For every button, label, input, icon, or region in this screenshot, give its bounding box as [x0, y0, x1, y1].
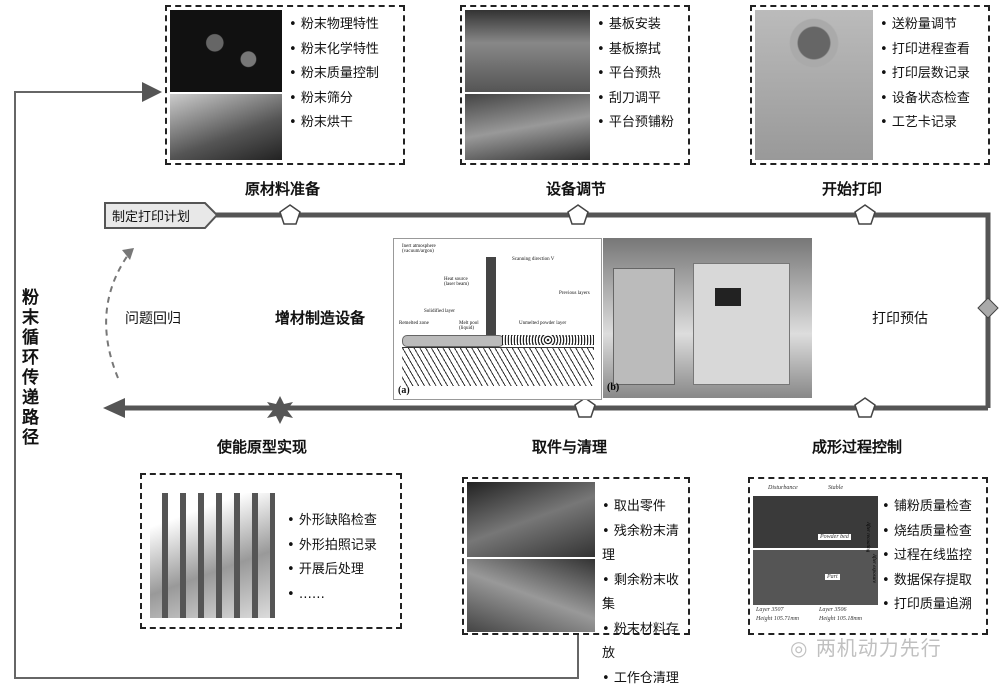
bottom-arrowhead	[103, 398, 125, 418]
image-label: Part	[825, 574, 840, 580]
slm-machine-photo: (b)	[603, 238, 812, 398]
list-item: 取出零件	[602, 495, 688, 520]
watermark: ◎ 两机动力先行	[790, 636, 942, 660]
powder-loop-line	[14, 82, 579, 679]
list-item: 开展后处理	[287, 558, 377, 583]
star-marker	[267, 396, 293, 424]
previous-layers	[402, 347, 594, 386]
list-item: 铺粉质量检查	[882, 495, 972, 520]
list-item: 打印质量追溯	[882, 593, 972, 618]
substrate-image	[465, 10, 590, 92]
list-item: 外形缺陷检查	[287, 509, 377, 534]
slm-schematic: Inert atmosphere (vacuum/argon) Scanning…	[393, 238, 602, 400]
watermark-text: 两机动力先行	[815, 636, 942, 660]
schematic-label: Previous layers	[559, 291, 590, 296]
printed-parts-image	[150, 493, 275, 618]
list-item: ……	[287, 583, 377, 608]
stage-box-process-control: Disturbance Stable Powder bed Part Layer…	[748, 477, 988, 635]
machine-window	[715, 288, 741, 306]
stage-box-cleanup: 取出零件 残余粉末清理 剩余粉末收集 粉末材料存放 工作仓清理	[462, 477, 690, 684]
printing-bed-image	[755, 10, 873, 160]
pentagon-marker	[574, 397, 596, 418]
chamber-cleaning-image	[467, 559, 595, 632]
list-item: 基板擦拭	[597, 38, 674, 63]
powder-sieving-image	[170, 94, 282, 160]
list-item: 粉末质量控制	[289, 62, 379, 87]
schematic-label: Remelted zone	[399, 321, 429, 326]
equipment-label: 增材制造设备	[275, 309, 366, 327]
stage-box-materials: 粉末物理特性 粉末化学特性 粉末质量控制 粉末筛分 粉末烘干	[165, 5, 405, 165]
list-item: 外形拍照记录	[287, 534, 377, 559]
schematic-label: Scanning direction V	[512, 257, 555, 262]
powder-sem-image	[170, 10, 282, 92]
list-item: 平台预热	[597, 62, 674, 87]
print-estimate-label: 打印预估	[872, 311, 928, 327]
list-item: 基板安装	[597, 13, 674, 38]
image-label: Disturbance	[768, 485, 798, 491]
image-label: Height 105.18mm	[819, 616, 862, 622]
list-item: 烧结质量检查	[882, 520, 972, 545]
image-label: Layer 3507	[756, 607, 784, 613]
list-item: 残余粉末清理	[602, 520, 688, 569]
stage-title: 开始打印	[822, 180, 883, 198]
image-label: Layer 3506	[819, 607, 847, 613]
problem-return-label: 问题回归	[125, 311, 181, 327]
list-item: 过程在线监控	[882, 544, 972, 569]
list-item: 粉末材料存放	[602, 618, 688, 667]
part-removal-image	[467, 482, 595, 557]
diamond-marker	[977, 297, 999, 319]
recoater-image	[465, 94, 590, 160]
stage-box-equipment: 基板安装 基板擦拭 平台预热 刮刀调平 平台预铺粉	[460, 5, 690, 165]
machine-body	[693, 263, 790, 385]
loop-label: 粉末循环传递路径	[22, 288, 39, 448]
image-label: Powder bed	[818, 534, 851, 540]
image-label: After exposure	[871, 554, 876, 584]
list-item: 打印进程查看	[880, 38, 970, 63]
top-flow-line	[215, 212, 991, 408]
layer-monitoring-image: Disturbance Stable Powder bed Part Layer…	[753, 482, 878, 632]
stage-box-prototype: 外形缺陷检查 外形拍照记录 开展后处理 ……	[140, 473, 402, 629]
list-item: 粉末筛分	[289, 87, 379, 112]
stage-box-printing: 送粉量调节 打印进程查看 打印层数记录 设备状态检查 工艺卡记录	[750, 5, 990, 165]
list-item: 剩余粉末收集	[602, 569, 688, 618]
powder-layer	[502, 335, 594, 345]
stage-title: 取件与清理	[532, 438, 608, 456]
image-label: Height 105.71mm	[756, 616, 799, 622]
image-label: After recoating	[865, 522, 870, 553]
solidified-layer	[402, 335, 504, 347]
start-tag-shape	[104, 202, 219, 229]
list-item: 粉末化学特性	[289, 38, 379, 63]
list-item: 工作仓清理	[602, 667, 688, 684]
problem-return-arrow	[105, 254, 129, 379]
stage-title: 原材料准备	[245, 180, 321, 198]
list-item: 工艺卡记录	[880, 111, 970, 136]
pentagon-marker	[854, 204, 876, 225]
list-item: 粉末物理特性	[289, 13, 379, 38]
list-item: 平台预铺粉	[597, 111, 674, 136]
schematic-label: Inert atmosphere (vacuum/argon)	[402, 244, 436, 254]
pentagon-marker	[567, 204, 589, 225]
schematic-label: Solidified layer	[424, 309, 455, 314]
list-item: 刮刀调平	[597, 87, 674, 112]
list-item: 送粉量调节	[880, 13, 970, 38]
image-label: Stable	[828, 485, 843, 491]
start-label: 制定打印计划	[112, 210, 191, 225]
auxiliary-unit	[613, 268, 675, 385]
schematic-label: Melt pool (liquid)	[459, 321, 479, 331]
laser-beam	[486, 257, 496, 337]
figure-tag: (b)	[607, 382, 620, 393]
pentagon-marker	[854, 397, 876, 418]
list-item: 设备状态检查	[880, 87, 970, 112]
schematic-label: Heat source (laser beam)	[444, 277, 469, 287]
figure-tag: (a)	[398, 385, 410, 396]
stage-title: 成形过程控制	[812, 438, 903, 456]
list-item: 打印层数记录	[880, 62, 970, 87]
stage-title: 使能原型实现	[217, 438, 308, 456]
pentagon-marker	[279, 204, 301, 225]
stage-title: 设备调节	[546, 180, 607, 198]
schematic-label: Unmelted powder layer	[519, 321, 567, 326]
list-item: 粉末烘干	[289, 111, 379, 136]
list-item: 数据保存提取	[882, 569, 972, 594]
